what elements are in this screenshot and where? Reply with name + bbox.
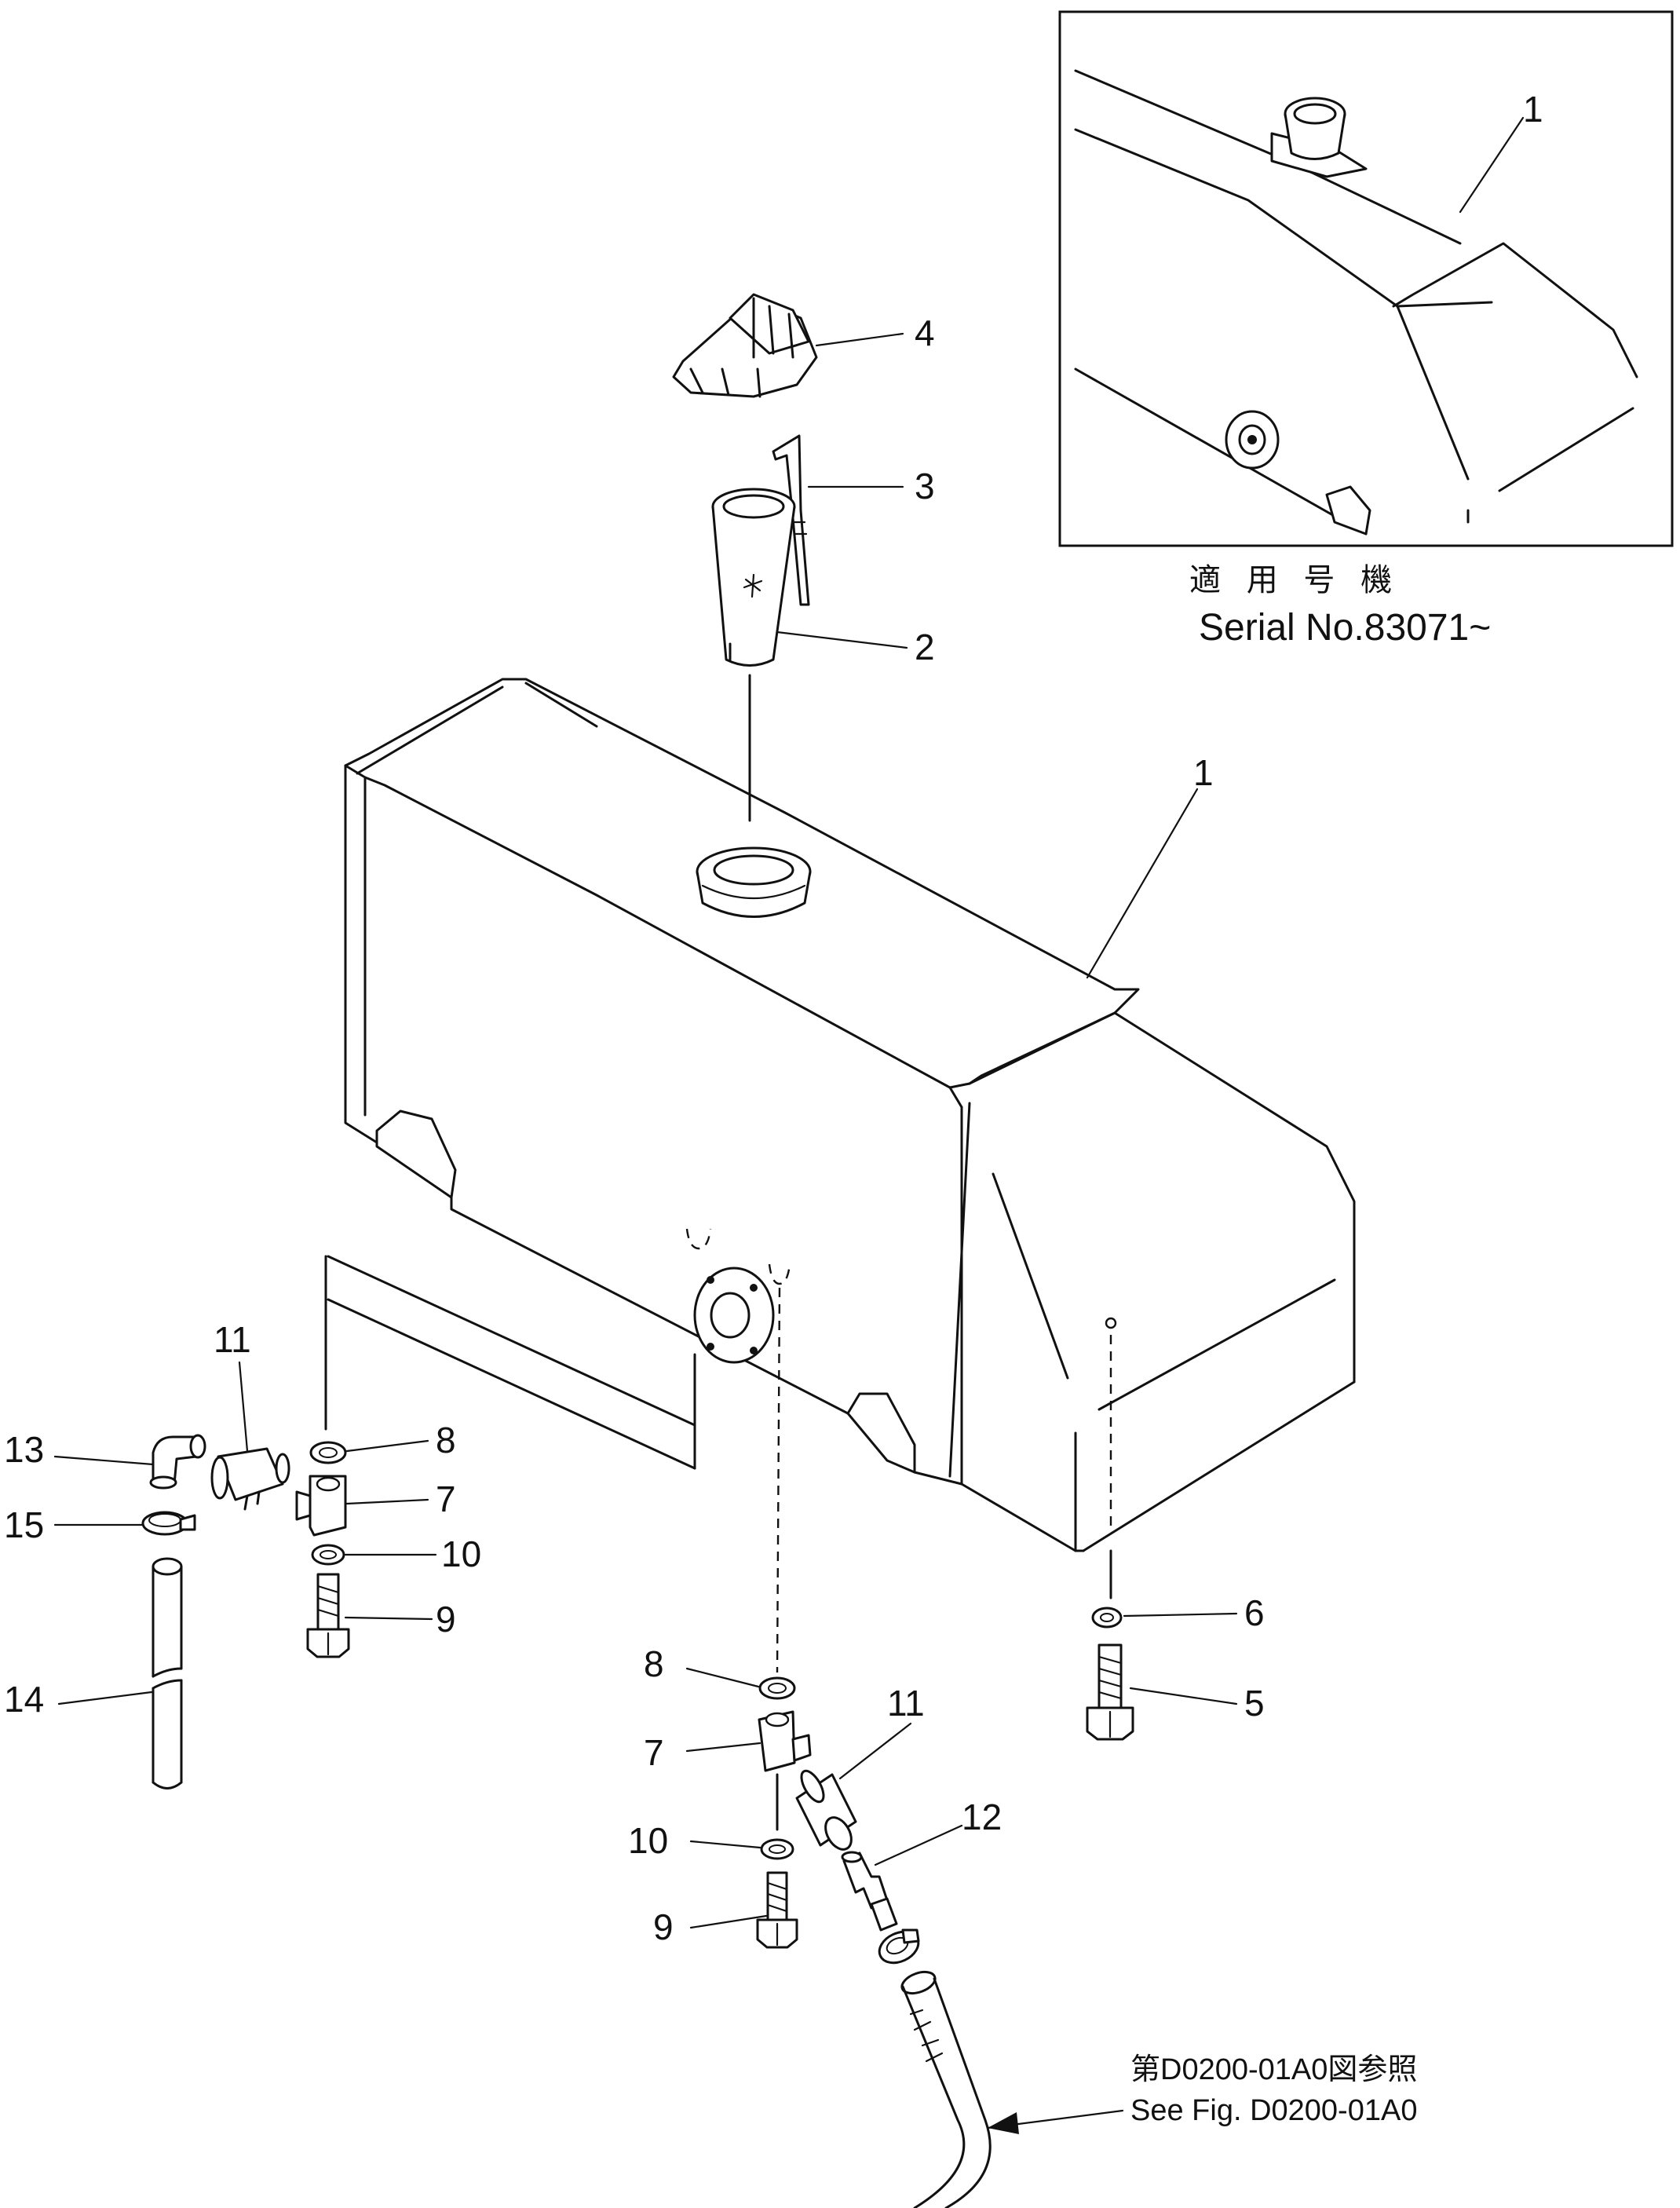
bolt-right (1086, 1643, 1134, 1741)
leader-filler-neck (776, 631, 908, 649)
callout-bolt-right: 5 (1244, 1683, 1265, 1724)
hose-clamp-middle (878, 1928, 920, 1965)
leader-bolt-right (1129, 1687, 1238, 1705)
leader-joint-middle (685, 1742, 761, 1753)
gasket-left (309, 1441, 347, 1464)
hidden-line-m (776, 1287, 781, 1673)
elbow-fitting (149, 1434, 206, 1490)
washer-right (1091, 1607, 1123, 1629)
callout-washer-middle: 10 (628, 1820, 668, 1861)
hydraulic-tank (344, 678, 1356, 1552)
callout-connector: 12 (962, 1797, 1002, 1837)
leader-gasket-middle (685, 1667, 760, 1688)
callout-hose-clamp: 15 (4, 1504, 44, 1545)
callout-hose-left: 14 (4, 1679, 44, 1720)
joint-middle (758, 1710, 812, 1772)
reference-arrowhead (988, 2112, 1019, 2134)
callout-strainer: 3 (915, 466, 935, 506)
leader-bolt-middle (689, 1914, 768, 1929)
callout-gasket-middle: 8 (644, 1643, 664, 1684)
leader-valve-middle (838, 1722, 912, 1780)
hose-left (152, 1557, 183, 1789)
filler-strainer (711, 488, 796, 667)
callout-tank: 1 (1193, 752, 1214, 793)
callout-valve-left: 11 (214, 1319, 251, 1360)
reference-en: See Fig. D0200-01A0 (1130, 2094, 1417, 2127)
hose-connector (841, 1851, 898, 1932)
callout-inset-tank: 1 (1523, 89, 1543, 130)
joint-left (295, 1475, 347, 1537)
callout-valve-middle: 11 (887, 1683, 925, 1724)
hidden-stud-m (768, 1263, 791, 1285)
line-bracket-left (327, 1255, 696, 1470)
callout-washer-left: 10 (441, 1534, 481, 1574)
leader-cap (815, 332, 904, 347)
serial-label-jp: 適 用 号 機 (1189, 562, 1400, 598)
valve-middle (795, 1769, 857, 1851)
leader-joint-left (345, 1498, 429, 1505)
leader-gasket-left (345, 1439, 429, 1453)
inset-tank-drawing (1074, 69, 1638, 536)
inset-frame (1058, 10, 1674, 547)
valve-left (210, 1447, 290, 1511)
leader-tank (1086, 788, 1199, 979)
callout-bolt-middle: 9 (653, 1906, 674, 1947)
gasket-middle (758, 1676, 796, 1700)
washer-middle (760, 1838, 794, 1860)
leader-washer-right (1123, 1612, 1238, 1618)
leader-inset-tank (1459, 116, 1525, 214)
hose-clamp-left (141, 1511, 196, 1536)
leader-elbow (53, 1455, 155, 1466)
leader-washer-middle (689, 1840, 761, 1849)
leader-bolt-left (344, 1616, 433, 1621)
strainer-handle (772, 434, 810, 606)
hose-middle (900, 1970, 992, 2208)
reference-jp: 第D0200-01A0図参照 (1130, 2053, 1417, 2086)
leader-hose-left (57, 1691, 153, 1705)
leader-connector (874, 1824, 963, 1866)
hidden-stud-l (685, 1228, 712, 1250)
callout-cap: 4 (915, 313, 935, 353)
callout-joint-left: 7 (436, 1479, 456, 1519)
serial-label: Serial No.83071~ (1199, 607, 1491, 649)
callout-filler-neck: 2 (915, 627, 935, 667)
callout-joint-middle: 7 (644, 1732, 664, 1773)
washer-left (311, 1544, 345, 1566)
filler-cap (672, 293, 818, 398)
callout-gasket-left: 8 (436, 1420, 456, 1460)
leader-valve-left (238, 1361, 249, 1453)
bolt-left (306, 1573, 350, 1658)
callout-washer-right: 6 (1244, 1592, 1265, 1633)
callout-elbow: 13 (4, 1429, 44, 1470)
callout-bolt-left: 9 (436, 1599, 456, 1640)
bolt-middle (756, 1871, 798, 1949)
